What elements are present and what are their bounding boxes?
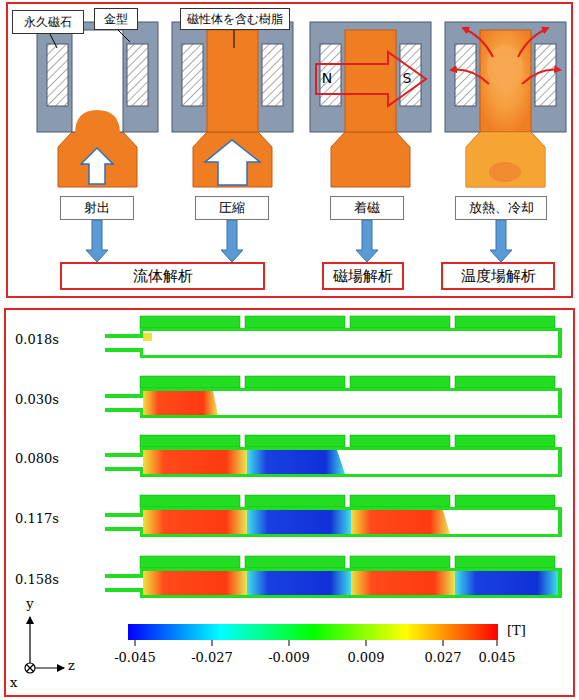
box-text: 着磁 [354,199,380,217]
box-text: 磁性体を含む樹脂 [187,11,283,28]
label-box: 磁性体を含む樹脂 [180,8,290,30]
box-text: 金型 [104,11,128,28]
analysis-box: 磁場解析 [322,262,404,290]
box-text: 射出 [84,199,110,217]
flow-arrow [86,220,108,262]
box-text: 磁場解析 [333,267,393,286]
pole-label: S [403,70,412,86]
box-text: 圧縮 [219,199,245,217]
axis-label: z [68,658,75,673]
tick-label: -0.045 [114,650,156,665]
flow-arrow [356,220,378,262]
time-label: 0.018s [15,332,59,347]
analysis-box: 温度場解析 [441,262,555,290]
tick-label: 0.009 [347,650,384,665]
time-label: 0.080s [15,451,59,466]
process-box: 放熱、冷却 [455,196,547,220]
label-box: 永久磁石 [12,10,84,34]
tick-label: -0.009 [268,650,310,665]
time-label: 0.158s [15,572,59,587]
tick-label: 0.045 [478,650,515,665]
analysis-box: 流体解析 [60,262,265,290]
box-text: 流体解析 [133,267,193,286]
pole-label: N [322,70,332,86]
process-box: 圧縮 [195,196,269,220]
process-box: 射出 [60,196,134,220]
tick-label: 0.027 [424,650,461,665]
unit-label: [T] [507,623,526,638]
time-label: 0.030s [15,392,59,407]
flow-arrow [490,220,512,262]
axis-label: y [26,596,33,611]
time-label: 0.117s [15,511,59,526]
box-text: 永久磁石 [24,14,72,31]
tick-label: -0.027 [191,650,233,665]
flow-arrow [221,220,243,262]
label-box: 金型 [94,8,138,30]
box-text: 放熱、冷却 [469,199,534,217]
axis-label: x [10,675,17,690]
box-text: 温度場解析 [461,267,536,286]
process-box: 着磁 [330,196,404,220]
